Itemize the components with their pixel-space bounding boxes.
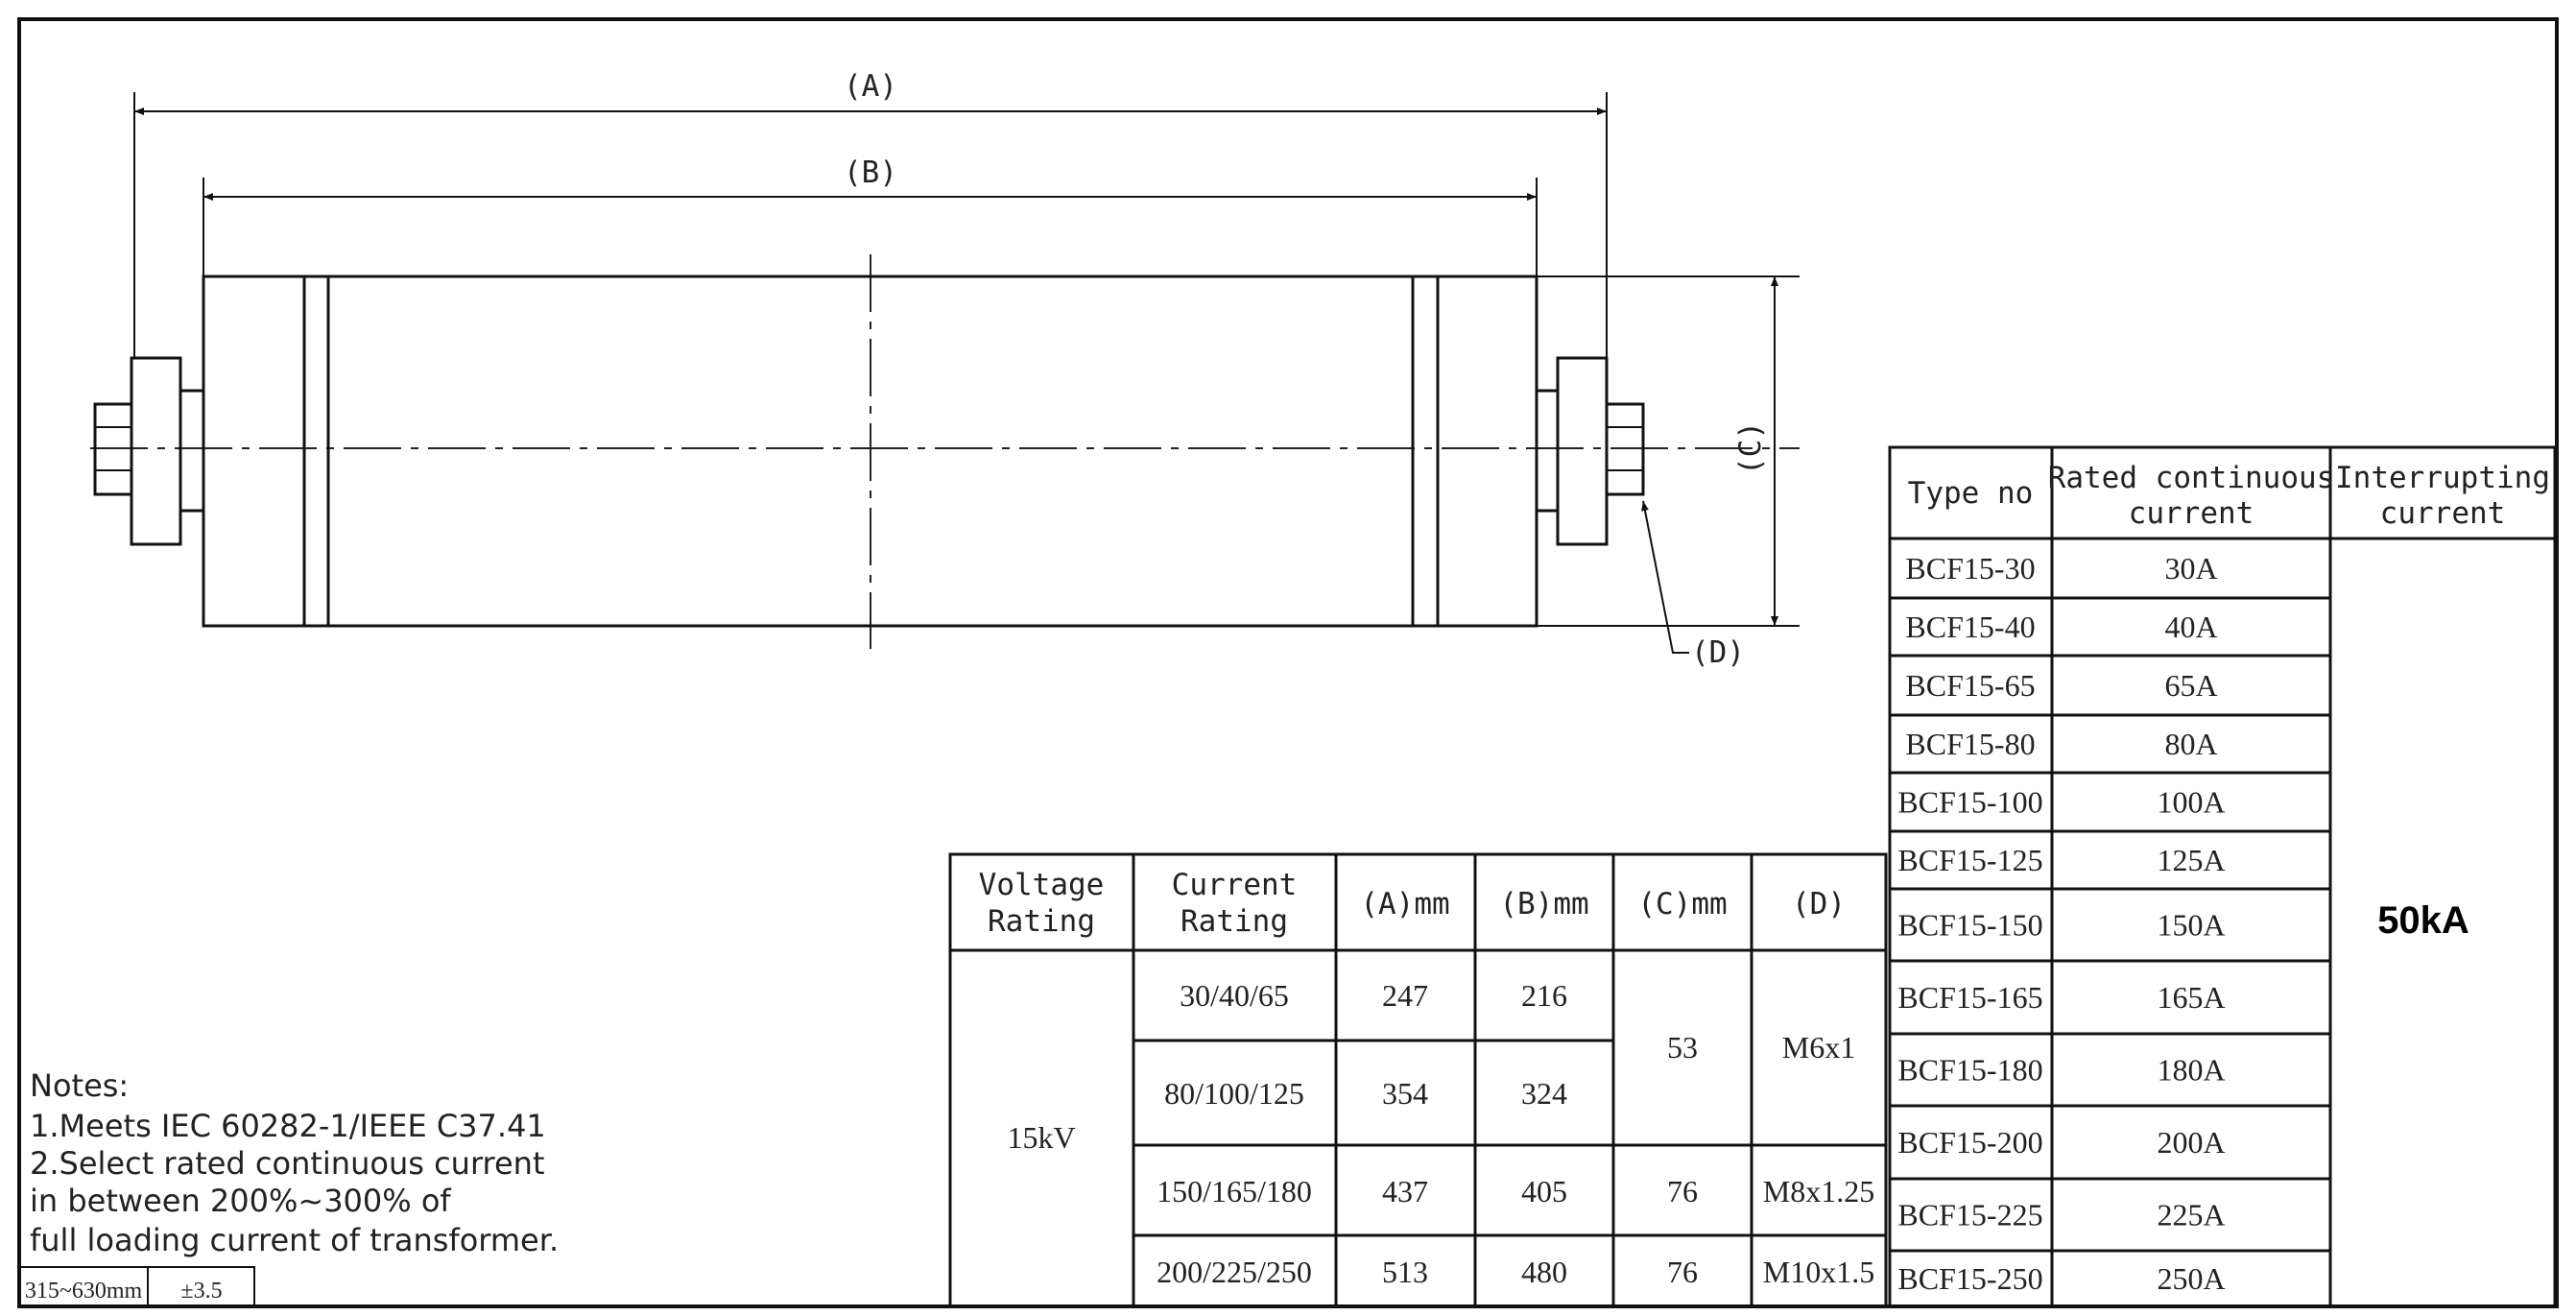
table-row: BCF15-125 125A: [1890, 829, 2330, 877]
note-line: full loading current of transformer.: [30, 1222, 559, 1258]
current-cell: 100A: [2157, 785, 2225, 820]
current-cell: 40A: [2164, 610, 2217, 644]
voltage-cell: 15kV: [1007, 1120, 1075, 1155]
sheet-border: [17, 17, 2559, 1308]
a-cell: 513: [1382, 1255, 1428, 1289]
table-row: 150/165/180 437 405 76 M8x1.25: [1157, 1174, 1874, 1208]
current-cell: 165A: [2157, 980, 2225, 1015]
dimension-c-label: (C): [1733, 421, 1768, 475]
table-row: BCF15-165 165A: [1890, 959, 2330, 1015]
current-cell: 150A: [2157, 908, 2225, 943]
c-cell: 76: [1667, 1174, 1698, 1208]
note-line: 1.Meets IEC 60282-1/IEEE C37.41: [30, 1108, 546, 1144]
note-line: 2.Select rated continuous current: [30, 1145, 545, 1182]
table-row: 80/100/125 354 324: [1164, 1076, 1567, 1111]
b-cell: 480: [1521, 1255, 1567, 1289]
dimension-d: (D): [1641, 500, 1745, 670]
header-d: (D): [1792, 887, 1846, 921]
c-cell: 76: [1667, 1255, 1698, 1289]
current-cell: 150/165/180: [1157, 1174, 1312, 1208]
type-cell: BCF15-65: [1905, 668, 2035, 703]
header-a: (A)mm: [1360, 887, 1449, 921]
type-cell: BCF15-30: [1905, 551, 2035, 586]
table-row: BCF15-250 250A: [1890, 1249, 2330, 1296]
left-bolt: [93, 402, 133, 496]
table-row: 30/40/65 247 216: [1180, 978, 1567, 1013]
interrupting-current-value: 50kA: [2377, 899, 2469, 942]
dimension-b: (B): [203, 156, 1538, 276]
current-cell: 65A: [2164, 668, 2217, 703]
fuse-body-drawing: [90, 254, 1800, 649]
type-cell: BCF15-40: [1905, 610, 2035, 644]
a-cell: 247: [1382, 978, 1428, 1013]
b-cell: 405: [1521, 1174, 1567, 1208]
dimension-a-label: (A): [844, 69, 897, 104]
header-b: (B)mm: [1499, 887, 1588, 921]
current-cell: 180A: [2157, 1053, 2225, 1088]
dimension-a: (A): [133, 69, 1608, 358]
header-type-no: Type no: [1908, 476, 2034, 511]
tolerance-range: 315~630mm: [25, 1279, 143, 1304]
current-cell: 80A: [2164, 727, 2217, 761]
merged-d-cell: M6x1: [1782, 1030, 1855, 1065]
tolerance-box: 315~630mm ±3.5: [18, 1266, 255, 1307]
a-cell: 437: [1382, 1174, 1428, 1208]
type-cell: BCF15-180: [1897, 1053, 2042, 1088]
current-cell: 125A: [2157, 843, 2225, 877]
b-cell: 216: [1521, 978, 1567, 1013]
type-cell: BCF15-125: [1897, 843, 2042, 877]
type-cell: BCF15-80: [1905, 727, 2035, 761]
table-row: BCF15-40 40A: [1890, 596, 2330, 644]
a-cell: 354: [1382, 1076, 1428, 1111]
right-bolt: [1605, 402, 1645, 496]
b-cell: 324: [1521, 1076, 1567, 1111]
current-cell: 30A: [2164, 551, 2217, 586]
table-row: 200/225/250 513 480 76 M10x1.5: [1157, 1255, 1874, 1289]
table-row: BCF15-80 80A: [1890, 713, 2330, 761]
type-cell: BCF15-200: [1897, 1125, 2042, 1160]
current-cell: 30/40/65: [1180, 978, 1289, 1013]
dimension-b-label: (B): [844, 156, 897, 190]
d-cell: M8x1.25: [1763, 1174, 1874, 1208]
current-cell: 200/225/250: [1157, 1255, 1312, 1289]
current-cell: 200A: [2157, 1125, 2225, 1160]
table-row: BCF15-100 100A: [1890, 771, 2330, 820]
d-cell: M10x1.5: [1763, 1255, 1874, 1289]
current-cell: 225A: [2157, 1198, 2225, 1232]
type-cell: BCF15-250: [1897, 1261, 2042, 1296]
table-row: BCF15-150 150A: [1890, 887, 2330, 943]
type-cell: BCF15-100: [1897, 785, 2042, 820]
right-hub: [1535, 389, 1560, 513]
header-c: (C)mm: [1637, 887, 1727, 921]
left-hub: [179, 389, 205, 513]
notes-title: Notes:: [30, 1067, 129, 1104]
dimension-d-label: (D): [1691, 635, 1745, 670]
type-cell: BCF15-225: [1897, 1198, 2042, 1232]
note-line: in between 200%~300% of: [30, 1183, 451, 1219]
type-cell: BCF15-150: [1897, 908, 2042, 943]
current-cell: 80/100/125: [1164, 1076, 1304, 1111]
merged-c-cell: 53: [1667, 1030, 1698, 1065]
table-row: BCF15-30 30A: [1905, 551, 2217, 586]
table-row: BCF15-65 65A: [1890, 654, 2330, 703]
type-cell: BCF15-165: [1897, 980, 2042, 1015]
current-cell: 250A: [2157, 1261, 2225, 1296]
tolerance-value: ±3.5: [180, 1279, 222, 1304]
notes: Notes: 1.Meets IEC 60282-1/IEEE C37.41 2…: [30, 1067, 559, 1258]
table-row: BCF15-180 180A: [1890, 1032, 2330, 1088]
table-row: BCF15-200 200A: [1890, 1104, 2330, 1160]
table-row: BCF15-225 225A: [1890, 1177, 2330, 1232]
